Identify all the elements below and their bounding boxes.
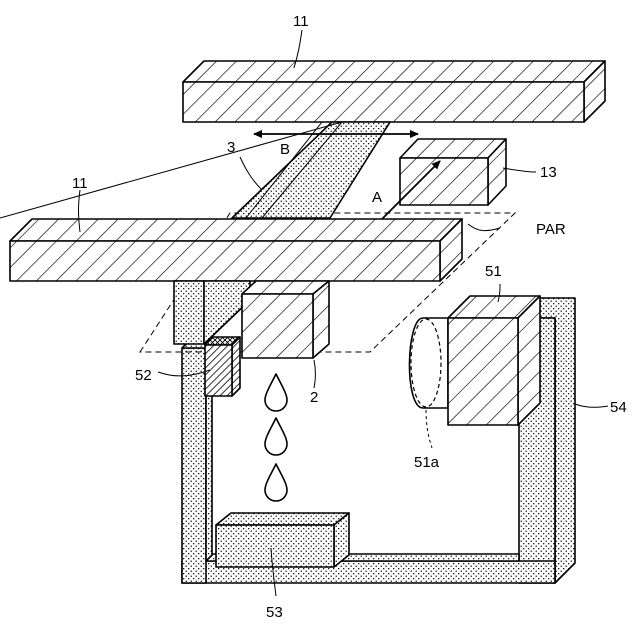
label-par: PAR	[536, 221, 566, 238]
droplet	[265, 418, 287, 455]
label-51: 51	[485, 263, 502, 280]
label-11-front: 11	[72, 175, 88, 192]
label-13: 13	[540, 164, 557, 181]
label-2: 2	[310, 389, 318, 406]
camera-51	[409, 296, 540, 425]
label-54: 54	[610, 399, 627, 416]
droplets	[265, 374, 287, 501]
block-13	[400, 139, 506, 205]
droplet	[265, 374, 287, 411]
sensor-52	[205, 337, 240, 396]
droplet	[265, 464, 287, 501]
head-2	[242, 281, 329, 358]
label-3: 3	[227, 139, 235, 156]
rail-3	[0, 122, 390, 218]
base-53	[216, 513, 349, 567]
label-52: 52	[135, 367, 152, 384]
label-53: 53	[266, 604, 283, 621]
label-11-top: 11	[293, 13, 309, 30]
label-a: A	[372, 189, 382, 206]
carriage	[174, 281, 250, 344]
label-51a: 51a	[414, 454, 440, 471]
beam-11-front	[10, 219, 462, 281]
beam-11-top	[183, 61, 605, 122]
label-b: B	[280, 141, 290, 158]
